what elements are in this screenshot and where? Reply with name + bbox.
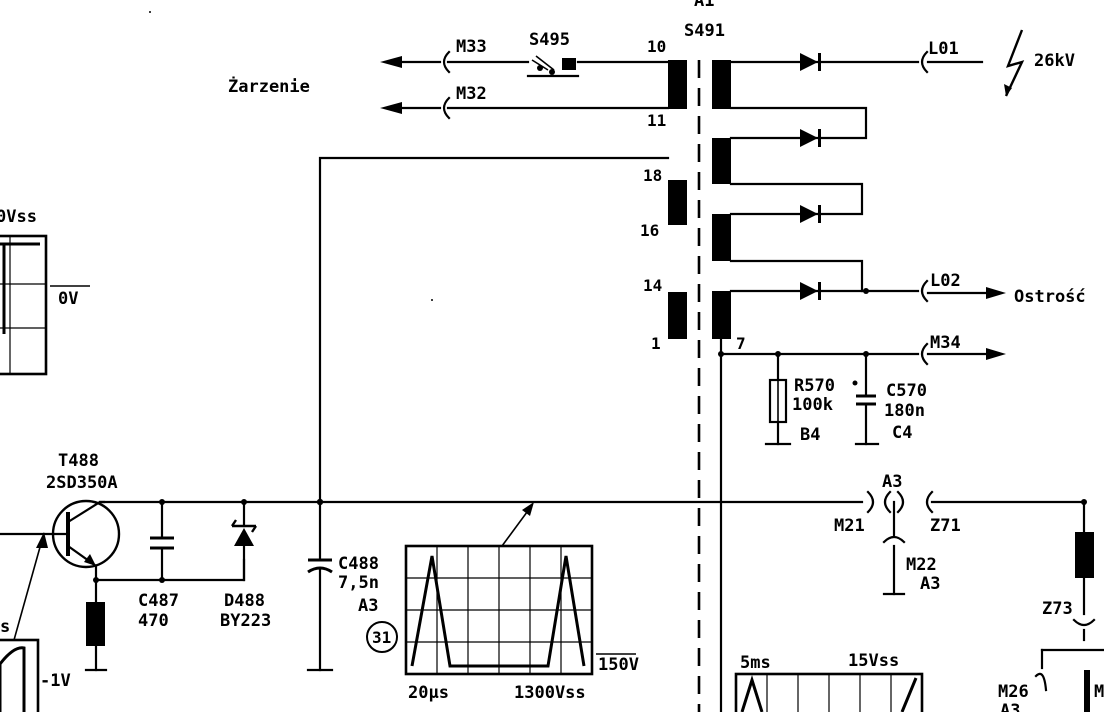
label-m34: M34 [930,333,961,353]
filament-outputs: Żarzenie M33 S495 M32 [228,30,670,120]
main-bus [98,156,864,506]
diode-1 [800,53,818,71]
connector-m21 [866,490,875,514]
label-c488-pos: A3 [358,596,378,616]
bottom-left-oscillogram: s -1V [0,617,71,712]
winding-hv-1 [712,60,731,109]
connector-z73 [1072,618,1096,627]
arrow-m33 [380,56,402,68]
arrow-m34 [986,348,1006,360]
winding-hv-3 [712,214,731,261]
connector-m34 [920,342,929,366]
connector-z71 [925,490,934,514]
label-t488: T488 [58,451,99,471]
label-m21: M21 [834,516,865,536]
pin-14-label: 14 [643,276,662,295]
left-oscillogram: 0Vss 0V [0,207,90,376]
label-c487: C487 [138,591,179,611]
label-c488-val: 7,5n [338,573,379,593]
capacitor-c487: C487 470 [138,500,179,631]
label-ostrosc: Ostrość [1014,287,1086,307]
diode-2 [800,129,818,147]
winding-18-16 [668,180,687,225]
label-c570-val: 180n [884,401,925,421]
label-left-s: s [0,617,10,637]
label-r570: R570 [794,376,835,396]
label-m22-a3: A3 [920,574,940,594]
label-wave-number: 31 [372,628,391,647]
label-s495: S495 [529,30,570,50]
label-wave-time: 20µs [408,683,449,703]
label-s491: S491 [684,21,725,41]
label-left-m1v: -1V [40,671,71,691]
winding-14-1 [668,292,687,339]
connector-l02 [920,279,929,303]
lightning-icon [1004,29,1025,97]
label-m26: M26 [998,682,1029,702]
right-edge-circuit: Z73 M26 A3 M [998,499,1104,712]
label-d488-type: BY223 [220,611,271,631]
capacitor-c570 [856,394,876,406]
label-d488: D488 [224,591,265,611]
diode-d488: D488 BY223 [220,500,271,631]
a3-connectors: A3 M21 Z71 M22 A3 [834,472,1086,596]
label-m26-sub: A3 [1000,701,1020,712]
label-m-right: M [1094,682,1104,702]
label-l02: L02 [930,271,961,291]
label-c488: C488 [338,554,379,574]
arrow-m32 [380,102,402,114]
diode-3 [800,205,818,223]
label-m22: M22 [906,555,937,575]
label-a1: A1 [694,0,714,11]
label-left-vss: 0Vss [0,207,37,227]
pin-16-label: 16 [640,221,659,240]
pin-1-label: 1 [651,334,661,353]
label-z73: Z73 [1042,599,1073,619]
inductor-emitter [86,602,105,646]
inductor-right [1075,532,1094,578]
label-c570: C570 [886,381,927,401]
label-m32: M32 [456,84,487,104]
waveform-number-circle [366,621,398,653]
label-wave-amp: 1300Vss [514,683,586,703]
oscillogram-31: 20µs 1300Vss 150V [404,502,639,703]
connector-m22 [882,535,906,544]
spark-gap-s495 [526,55,580,78]
label-l01: L01 [928,39,959,59]
winding-10-11 [668,60,687,109]
label-wave-ref: 150V [598,655,639,675]
capacitor-c488: C488 7,5n A3 31 [306,500,398,672]
arrow-ostrosc [986,287,1006,299]
label-r570-pos: B4 [800,425,820,445]
bottom-oscillogram: 5ms 15Vss [734,651,924,712]
pin-10-label: 10 [647,37,666,56]
transistor-t488: T488 2SD350A [0,451,246,672]
label-c570-pos: C4 [892,423,912,443]
label-r570-val: 100k [792,395,833,415]
waveform-trace [410,555,586,668]
connector-l01 [920,50,929,74]
hv-cascade: L01 26kV L02 Ostrość [729,29,1086,307]
label-a3-top: A3 [882,472,902,492]
connector-m32 [442,96,451,120]
label-m33: M33 [456,37,487,57]
label-z71: Z71 [930,516,961,536]
label-26kv: 26kV [1034,51,1075,71]
pin-7-label: 7 [736,334,746,353]
pin-11-label: 11 [647,111,666,130]
transformer-s491: A1 S491 10 11 18 16 14 1 7 [640,0,746,712]
diode-4 [800,282,818,300]
label-5ms: 5ms [740,653,771,673]
pin-18-label: 18 [643,166,662,185]
winding-hv-2 [712,138,731,184]
label-c487-val: 470 [138,611,169,631]
label-15vss: 15Vss [848,651,899,671]
label-zarzenie: Żarzenie [228,75,310,97]
label-t488-type: 2SD350A [46,473,118,493]
connector-m33 [442,50,451,74]
label-left-0v: 0V [58,289,78,309]
pin7-network: M34 R570 100k B4 C570 180n C4 [718,333,1006,712]
winding-hv-4 [712,291,731,339]
